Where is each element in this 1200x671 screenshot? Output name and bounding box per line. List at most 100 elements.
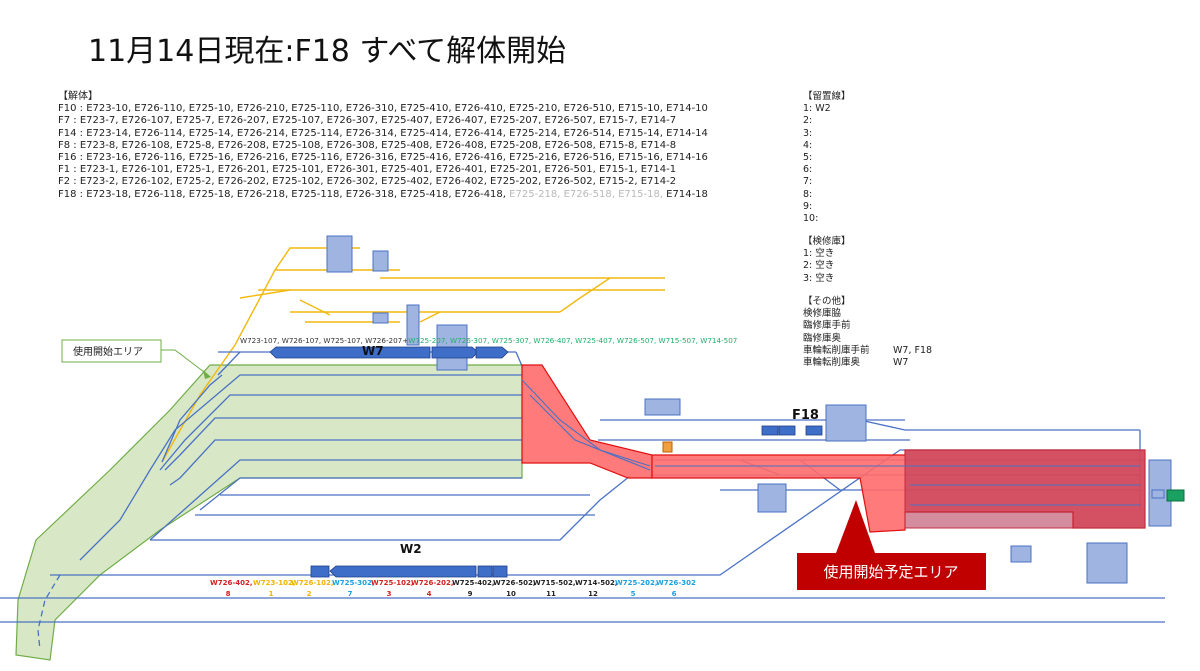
w2-car-label: W726-502, bbox=[493, 579, 536, 587]
scrap-header: 【解体】 bbox=[58, 91, 98, 102]
inspection-line: 1: 空き bbox=[803, 248, 835, 260]
building bbox=[372, 250, 389, 272]
stabling-line: 6: bbox=[803, 164, 813, 176]
w7-label: W7 bbox=[362, 344, 384, 358]
building bbox=[1151, 489, 1165, 499]
planned-area-tracks bbox=[521, 379, 1140, 506]
inspection-line: 3: 空き bbox=[803, 272, 835, 284]
scrap-row: F8 : E723-8, E726-108, E725-8, E726-208,… bbox=[58, 140, 708, 152]
in-use-area-label: 使用開始エリア bbox=[73, 345, 143, 358]
other-label: 検修庫脇 bbox=[803, 308, 842, 320]
w2-car-label: W725-402, bbox=[452, 579, 495, 587]
formation-label: F7 : bbox=[58, 115, 80, 127]
orange-marker bbox=[662, 441, 673, 453]
scrap-row: F2 : E723-2, E726-102, E725-2, E726-202,… bbox=[58, 176, 708, 188]
other-label: 車輪転削庫手前 bbox=[803, 344, 870, 356]
planned-area-label: 使用開始予定エリア bbox=[823, 563, 958, 581]
car-list: E723-14, E726-114, E725-14, E726-214, E7… bbox=[86, 127, 708, 139]
other-label: 車輪転削庫奥 bbox=[803, 357, 861, 369]
w2-train bbox=[310, 565, 508, 578]
car-list-grey: E725-218, E726-518, E715-18, bbox=[509, 188, 667, 200]
w2-car-order: 4 bbox=[427, 590, 432, 598]
w2-car-label: W725-302, bbox=[332, 579, 375, 587]
scrap-row: F10 : E723-10, E726-110, E725-10, E726-2… bbox=[58, 103, 708, 115]
stabling-line: 3: bbox=[803, 127, 813, 139]
formation-label: F16 : bbox=[58, 152, 87, 164]
in-use-callout: 使用開始エリア bbox=[61, 339, 211, 379]
f18-label: F18 bbox=[792, 408, 819, 423]
scrap-row: F7 : E723-7, E726-107, E725-7, E726-207,… bbox=[58, 115, 708, 127]
stabling-line: 10: bbox=[803, 213, 819, 225]
w2-car-label: W725-102, bbox=[371, 579, 414, 587]
w7-cars-black: W723-107, W726-107, W725-107, W726-207+ bbox=[240, 336, 408, 345]
page-title: 11月14日現在:F18 すべて解体開始 bbox=[88, 34, 567, 69]
w2-car-order: 3 bbox=[387, 590, 392, 598]
dashed-track bbox=[37, 574, 61, 651]
planned-callout: 使用開始予定エリア bbox=[797, 500, 986, 590]
stabling-line: 1: W2 bbox=[803, 103, 831, 115]
car-list: E723-7, E726-107, E725-7, E726-207, E725… bbox=[79, 115, 677, 127]
yellow-sidings bbox=[161, 247, 665, 463]
w2-car-order: 11 bbox=[546, 590, 556, 598]
other-row: 検修庫脇 bbox=[803, 308, 870, 320]
formation-label: F14 : bbox=[58, 127, 87, 139]
other-label: 臨修庫奥 bbox=[803, 332, 842, 344]
w2-car-order: 12 bbox=[588, 590, 598, 598]
other-row: 臨修庫手前 bbox=[803, 320, 870, 332]
w2-car-order: 10 bbox=[506, 590, 516, 598]
w7-train bbox=[269, 346, 509, 359]
w2-car-label: W726-302 bbox=[656, 579, 696, 587]
stabling-line: 9: bbox=[803, 200, 813, 212]
formation-label: F1 : bbox=[58, 164, 80, 176]
stabling-line: 8: bbox=[803, 188, 813, 200]
formation-label: F8 : bbox=[58, 139, 80, 151]
building bbox=[1010, 545, 1032, 563]
building bbox=[1086, 542, 1128, 584]
stabling-header: 【留置線】 bbox=[803, 91, 851, 102]
scrap-row: F14 : E723-14, E726-114, E725-14, E726-2… bbox=[58, 128, 708, 140]
stabling-line: 7: bbox=[803, 176, 813, 188]
car-list: E723-2, E726-102, E725-2, E726-202, E725… bbox=[79, 176, 677, 188]
car-list: E723-16, E726-116, E725-16, E726-216, E7… bbox=[86, 152, 708, 164]
w2-car-order: 7 bbox=[348, 590, 353, 598]
car-list: E723-10, E726-110, E725-10, E726-210, E7… bbox=[86, 103, 708, 115]
other-row: 臨修庫奥 bbox=[803, 333, 870, 345]
stabling-line: 2: bbox=[803, 115, 813, 127]
building bbox=[644, 398, 681, 416]
other-header: 【その他】 bbox=[803, 296, 851, 307]
inspection-header: 【検修庫】 bbox=[803, 236, 851, 247]
building bbox=[757, 483, 787, 513]
building bbox=[825, 404, 867, 442]
planned-area bbox=[521, 364, 1146, 533]
w2-car-label: W723-102, bbox=[253, 579, 296, 587]
w2-car-label: W715-502, bbox=[533, 579, 576, 587]
w2-car-order: 1 bbox=[269, 590, 274, 598]
w2-car-label: W726-402, bbox=[210, 579, 253, 587]
w7-car-list: W723-107, W726-107, W725-107, W726-207+W… bbox=[240, 336, 737, 345]
w2-car-list: W726-402, 8 W723-102, 1 W726-102, 2 W725-302, 7… bbox=[210, 579, 696, 598]
other-row: 車輪転削庫手前 W7, F18 bbox=[803, 344, 932, 357]
stabling-line: 5: bbox=[803, 152, 813, 164]
scrap-list: 【解体】 F10 : E723-10, E726-110, E725-10, E… bbox=[58, 91, 708, 201]
scrap-row: F1 : E723-1, E726-101, E725-1, E726-201,… bbox=[58, 164, 708, 176]
w2-car-order: 8 bbox=[226, 590, 231, 598]
w7-cars-green: W725-207, W726-307, W725-307, W726-407, … bbox=[408, 336, 737, 345]
formation-label: F10 : bbox=[58, 103, 87, 115]
formation-label: F2 : bbox=[58, 176, 80, 188]
scrap-rows: F10 : E723-10, E726-110, E725-10, E726-2… bbox=[58, 103, 708, 201]
w2-car-order: 9 bbox=[468, 590, 473, 598]
car-list: E723-1, E726-101, E725-1, E726-201, E725… bbox=[79, 164, 677, 176]
w2-car-order: 5 bbox=[631, 590, 636, 598]
w2-car-label: W726-102, bbox=[291, 579, 334, 587]
other-value: W7, F18 bbox=[893, 344, 933, 356]
inspection-line: 2: 空き bbox=[803, 260, 835, 272]
w2-label: W2 bbox=[400, 542, 422, 556]
building bbox=[326, 235, 353, 273]
w2-car-order: 2 bbox=[307, 590, 312, 598]
